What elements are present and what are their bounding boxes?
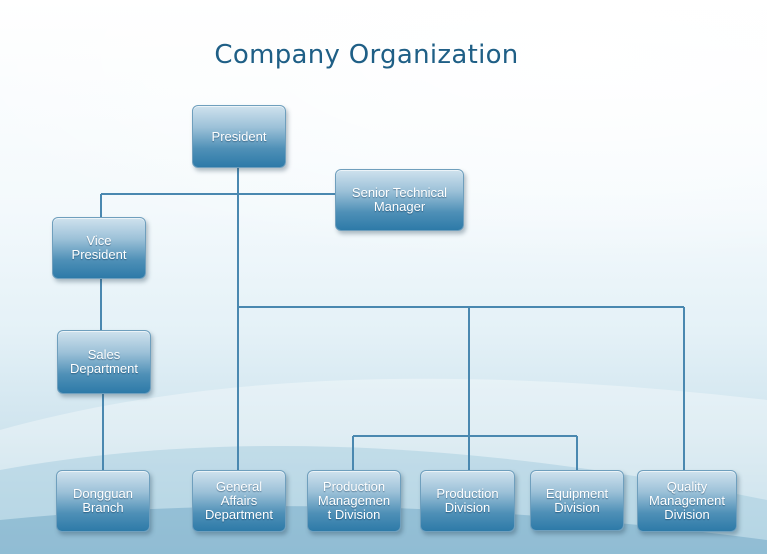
node-general-affairs-department[interactable]: General Affairs Department (192, 470, 286, 532)
node-dongguan-branch[interactable]: Dongguan Branch (56, 470, 150, 532)
node-quality-management-division[interactable]: Quality Management Division (637, 470, 737, 532)
node-senior-technical-manager[interactable]: Senior Technical Manager (335, 169, 464, 231)
node-sales-department[interactable]: Sales Department (57, 330, 151, 394)
node-production-division[interactable]: Production Division (420, 470, 515, 532)
node-president[interactable]: President (192, 105, 286, 168)
node-production-management-division[interactable]: Production Managemen t Division (307, 470, 401, 532)
node-equipment-division[interactable]: Equipment Division (530, 470, 624, 531)
page-title: Company Organization (214, 40, 519, 70)
node-vice-president[interactable]: Vice President (52, 217, 146, 279)
